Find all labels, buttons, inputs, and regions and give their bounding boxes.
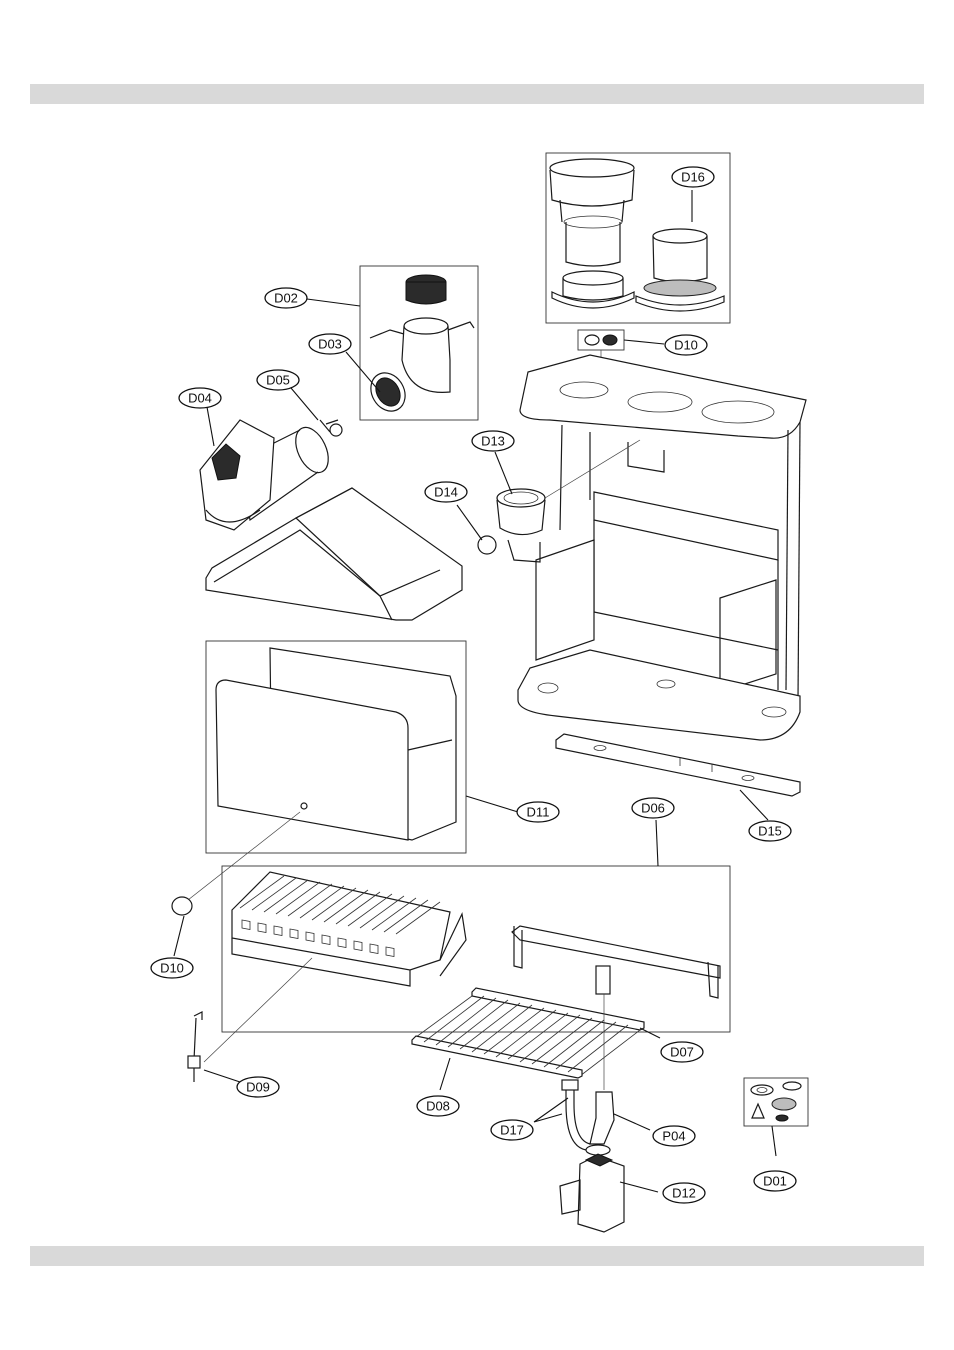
label-p04: P04 [653,1126,695,1146]
label-d02: D02 [265,288,307,308]
svg-text:D09: D09 [246,1080,270,1095]
svg-text:D07: D07 [670,1045,694,1060]
label-d07: D07 [661,1042,703,1062]
part-d10-sight-glass [172,897,192,915]
label-d04: D04 [179,388,221,408]
svg-text:D11: D11 [527,805,550,820]
svg-text:D08: D08 [426,1099,450,1114]
label-d10-top: D10 [665,335,707,355]
svg-text:D02: D02 [274,291,298,306]
label-d13: D13 [472,431,514,451]
svg-text:D14: D14 [434,485,458,500]
svg-text:D16: D16 [681,170,705,185]
svg-text:P04: P04 [662,1129,685,1144]
label-d12: D12 [663,1183,705,1203]
label-d11: D11 [517,802,559,822]
part-d11-chamber-front [188,641,466,900]
label-d06: D06 [632,798,674,818]
label-d01: D01 [754,1171,796,1191]
svg-text:D17: D17 [500,1123,524,1138]
label-d09: D09 [237,1077,279,1097]
label-d08: D08 [417,1096,459,1116]
svg-text:D05: D05 [266,373,290,388]
svg-text:D04: D04 [188,391,212,406]
svg-text:D10: D10 [160,961,184,976]
svg-text:D06: D06 [641,801,665,816]
part-d15-bracket [556,734,800,796]
svg-text:D12: D12 [672,1186,696,1201]
label-d16: D16 [672,167,714,187]
svg-text:D13: D13 [481,434,505,449]
label-d03: D03 [309,334,351,354]
part-casing-frame [518,355,806,740]
label-d05: D05 [257,370,299,390]
svg-text:D15: D15 [758,824,782,839]
label-d10-bottom: D10 [151,958,193,978]
svg-text:D10: D10 [674,338,698,353]
part-d08-injector-row [412,996,628,1078]
part-d01-seal-kit [744,1078,808,1126]
part-d02-elbow-box [360,266,478,420]
part-d09-electrode [188,1012,202,1082]
svg-text:D03: D03 [318,337,342,352]
svg-text:D01: D01 [763,1174,787,1189]
label-d14: D14 [425,482,467,502]
label-d15: D15 [749,821,791,841]
label-d17: D17 [491,1120,533,1140]
